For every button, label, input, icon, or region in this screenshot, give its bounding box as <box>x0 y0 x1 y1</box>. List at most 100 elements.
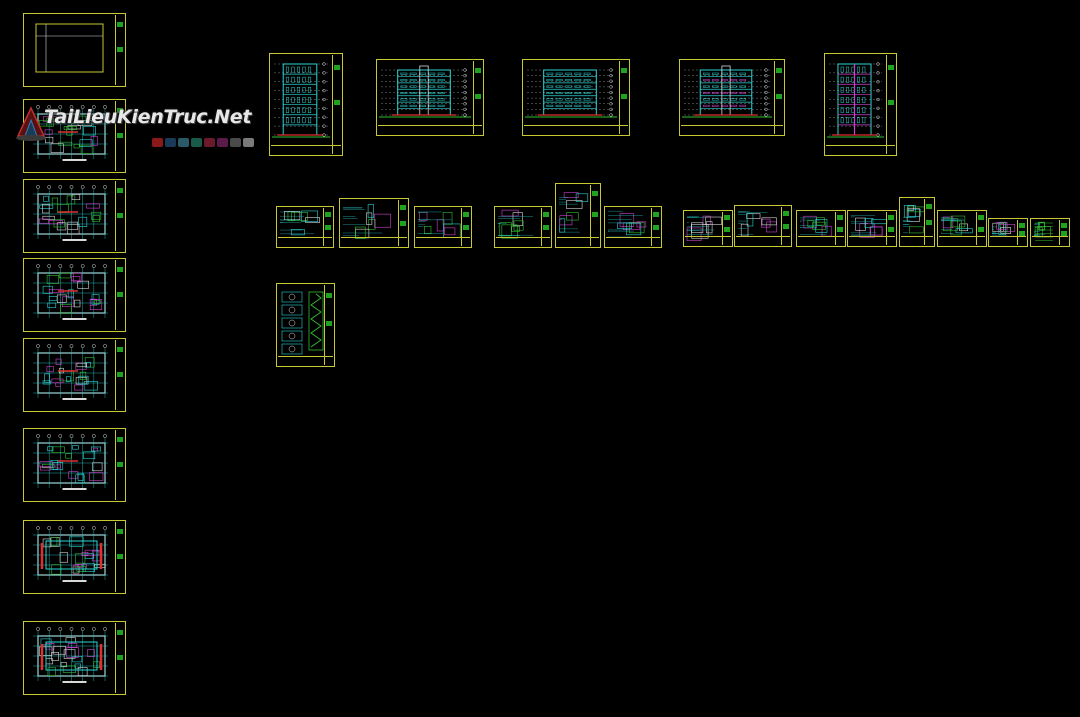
sheet-detail-14[interactable] <box>1030 218 1070 247</box>
drawing-line <box>47 105 52 109</box>
drawing-line <box>69 264 74 268</box>
sheet-plan-4[interactable] <box>23 258 126 332</box>
drawing-line <box>583 104 591 107</box>
drawing-line <box>862 117 866 124</box>
sheet-detail-7[interactable] <box>683 210 733 247</box>
drawing-line <box>72 272 82 283</box>
sheet-plan-6[interactable] <box>23 428 126 502</box>
drawing-line <box>92 215 100 222</box>
title-block <box>774 61 783 134</box>
drawing-line <box>86 203 100 209</box>
sheet-drawing <box>35 23 104 73</box>
watermark-swatch-4 <box>191 138 202 147</box>
drawing-line <box>876 88 880 93</box>
sheet-detail-6[interactable] <box>604 206 662 248</box>
drawing-line <box>712 98 719 101</box>
drawing-line <box>691 222 704 233</box>
drawing-line <box>291 87 295 93</box>
sheet-plan-3[interactable] <box>23 179 126 253</box>
drawing-line <box>840 76 844 83</box>
drawing-line <box>285 87 289 93</box>
sheet-elevation-4[interactable] <box>679 59 785 136</box>
sheet-detail-12[interactable] <box>937 210 987 247</box>
title-strip <box>378 125 482 134</box>
sheet-detail-8[interactable] <box>734 205 792 247</box>
drawing-line <box>302 66 306 73</box>
drawing-line <box>44 129 53 135</box>
title-block <box>473 61 482 134</box>
drawing-line <box>58 627 63 631</box>
title-strip <box>736 236 790 245</box>
drawing-line <box>58 434 63 438</box>
drawing-line <box>409 79 417 82</box>
drawing-line <box>322 88 326 93</box>
drawing-line <box>846 107 850 113</box>
drawing-line <box>45 540 98 570</box>
drawing-line <box>288 293 296 301</box>
drawing-line <box>702 98 710 101</box>
drawing-line <box>565 98 572 101</box>
sheet-detail-10[interactable] <box>847 210 897 247</box>
drawing-line <box>285 66 289 73</box>
drawing-line <box>77 280 89 289</box>
sheet-drawing <box>33 264 108 320</box>
sheet-detail-11[interactable] <box>899 197 935 247</box>
drawing-line <box>463 90 467 95</box>
sheet-drawing <box>559 192 589 233</box>
drawing-line <box>322 71 326 75</box>
drawing-line <box>409 98 417 101</box>
drawing-line <box>856 87 860 93</box>
sheet-plan-8[interactable] <box>23 621 126 695</box>
sheet-detail-2[interactable] <box>339 198 409 248</box>
drawing-line <box>862 87 866 93</box>
drawing-line <box>559 218 566 233</box>
sheet-detail-16[interactable] <box>276 283 335 367</box>
sheet-detail-9[interactable] <box>796 210 846 247</box>
drawing-line <box>409 104 417 107</box>
sheet-elevation-3[interactable] <box>522 59 630 136</box>
drawing-line <box>60 662 67 668</box>
sheet-elevation-1[interactable] <box>269 53 343 156</box>
sheet-elevation-2[interactable] <box>376 59 484 136</box>
sheet-detail-13[interactable] <box>988 218 1028 247</box>
sheet-plan-1[interactable] <box>23 13 126 87</box>
drawing-line <box>851 117 855 124</box>
drawing-line <box>856 107 860 113</box>
drawing-line <box>70 276 81 282</box>
drawing-line <box>876 71 880 75</box>
title-block <box>541 208 550 246</box>
drawing-line <box>846 87 850 93</box>
sheet-detail-4[interactable] <box>494 206 552 248</box>
drawing-line <box>444 227 456 236</box>
sheet-plan-7[interactable] <box>23 520 126 594</box>
drawing-line <box>691 224 709 239</box>
drawing-line <box>463 113 467 117</box>
title-block <box>461 208 470 246</box>
title-block <box>886 55 895 154</box>
drawing-line <box>739 72 747 75</box>
drawing-line <box>609 96 613 100</box>
sheet-detail-5[interactable] <box>555 183 601 248</box>
sheet-drawing <box>281 291 324 355</box>
drawing-line <box>285 117 289 124</box>
drawing-line <box>55 382 61 387</box>
sheet-detail-1[interactable] <box>276 206 334 248</box>
drawing-line <box>856 76 860 83</box>
drawing-line <box>563 192 579 199</box>
drawing-line <box>67 643 78 648</box>
sheet-drawing <box>941 215 973 236</box>
drawing-line <box>77 472 84 481</box>
drawing-line <box>66 647 79 658</box>
drawing-line <box>91 434 96 438</box>
sheet-plan-5[interactable] <box>23 338 126 412</box>
drawing-line <box>69 344 74 348</box>
drawing-line <box>47 446 54 452</box>
sheet-detail-3[interactable] <box>414 206 472 248</box>
drawing-line <box>511 226 520 232</box>
watermark-swatch-3 <box>178 138 189 147</box>
drawing-line <box>80 627 85 631</box>
drawing-line <box>45 136 54 144</box>
title-strip <box>685 236 731 245</box>
sheet-elevation-5[interactable] <box>824 53 897 156</box>
